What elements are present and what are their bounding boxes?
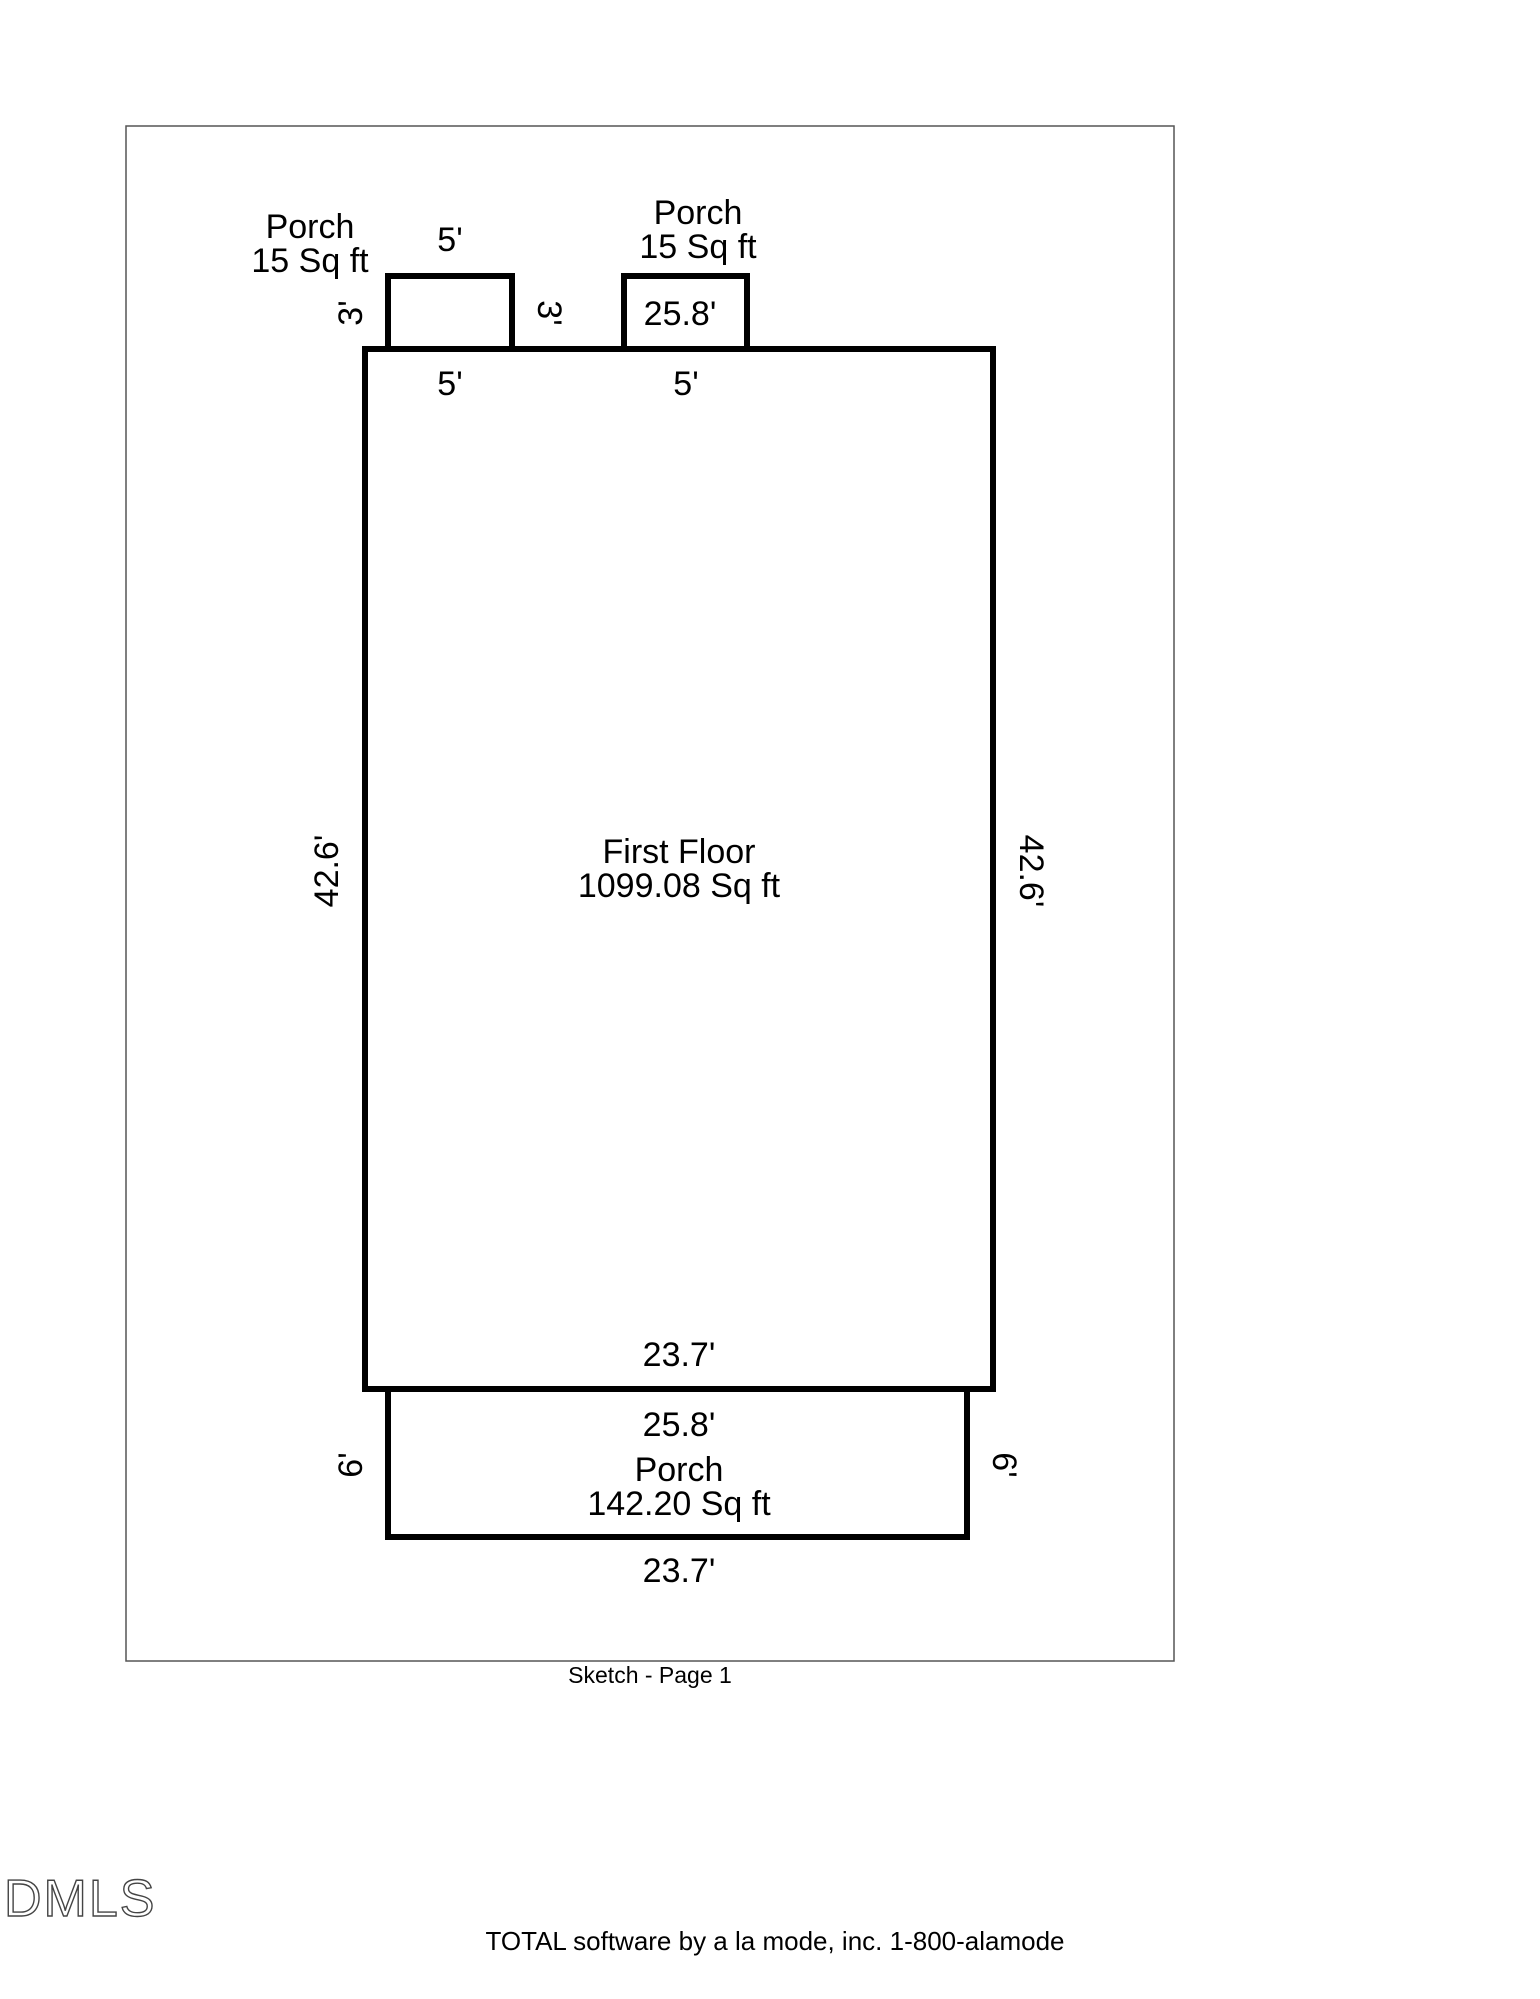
porch-left-dim-right: 3'	[530, 300, 568, 325]
porch-bottom-outline	[385, 1386, 970, 1540]
porch-bottom-dim-bottom: 23.7'	[643, 1552, 716, 1590]
porch-left-dim-top: 5'	[437, 221, 462, 259]
first-floor-dim-right: 42.6'	[1012, 835, 1050, 908]
first-floor-area: 1099.08 Sq ft	[578, 867, 781, 905]
porch-right-area: 15 Sq ft	[639, 228, 757, 266]
porch-right-dim-bottom: 5'	[673, 365, 698, 403]
porch-right-name: Porch	[654, 194, 743, 232]
page-caption: Sketch - Page 1	[568, 1662, 732, 1688]
first-floor-name: First Floor	[603, 833, 756, 871]
porch-left-area: 15 Sq ft	[251, 242, 369, 280]
porch-bottom-area: 142.20 Sq ft	[587, 1485, 771, 1523]
first-floor-dim-left: 42.6'	[308, 835, 346, 908]
porch-left-outline	[385, 273, 515, 352]
mls-watermark: DMLS	[4, 1870, 156, 1928]
first-floor-dim-bottom: 23.7'	[643, 1336, 716, 1374]
porch-bottom-dim-left: 6'	[332, 1452, 370, 1477]
porch-left-dim-left: 3'	[332, 300, 370, 325]
porch-bottom-dim-top: 25.8'	[643, 1406, 716, 1444]
porch-bottom-dim-right: 6'	[985, 1452, 1023, 1477]
porch-right-dim-inside: 25.8'	[644, 295, 717, 333]
porch-bottom-name: Porch	[635, 1451, 724, 1489]
software-footer: TOTAL software by a la mode, inc. 1-800-…	[485, 1926, 1064, 1956]
porch-left-name: Porch	[266, 208, 355, 246]
porch-left-dim-bottom: 5'	[437, 365, 462, 403]
sketch-frame	[125, 125, 1175, 1662]
